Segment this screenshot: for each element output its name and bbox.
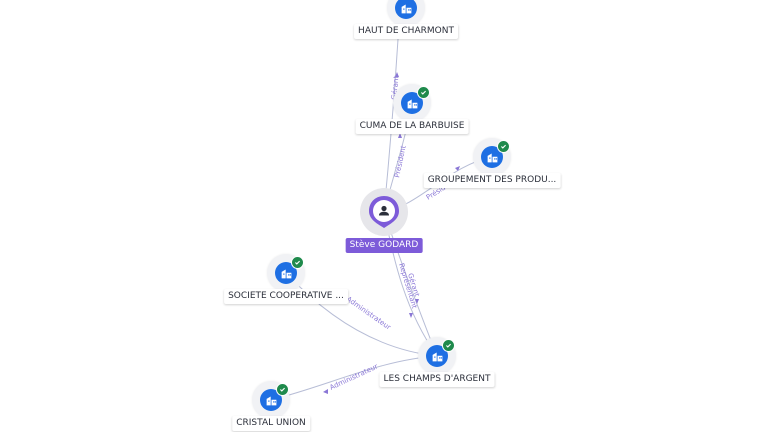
edge-arrow xyxy=(409,313,413,318)
node-label: HAUT DE CHARMONT xyxy=(354,24,458,39)
check-icon xyxy=(497,140,510,153)
building-icon xyxy=(275,262,297,284)
building-icon xyxy=(395,0,417,19)
person-icon xyxy=(369,196,399,228)
check-icon xyxy=(442,339,455,352)
building-icon xyxy=(426,345,448,367)
building-icon xyxy=(481,146,503,168)
node-label: CUMA DE LA BARBUISE xyxy=(355,119,469,134)
edge-societe-cooperative xyxy=(285,272,438,357)
building-icon xyxy=(260,389,282,411)
edge-label: Président xyxy=(393,145,408,179)
check-icon xyxy=(417,86,430,99)
edge-cristal-union xyxy=(270,355,438,401)
edge-arrow xyxy=(395,72,399,77)
person-name-label: Stève GODARD xyxy=(345,238,423,253)
check-icon xyxy=(276,383,289,396)
edge-label: Gérant xyxy=(390,75,400,100)
edge-arrow xyxy=(455,166,460,171)
edge-label: Administrateur xyxy=(328,362,379,391)
node-label: LES CHAMPS D'ARGENT xyxy=(379,372,495,387)
node-label: CRISTAL UNION xyxy=(232,416,310,431)
edge-arrow xyxy=(323,389,328,394)
node-label: SOCIETE COOPERATIVE ... xyxy=(224,289,348,304)
node-label: GROUPEMENT DES PRODU... xyxy=(423,173,561,188)
check-icon xyxy=(291,256,304,269)
edge-label: Administrateur xyxy=(345,295,392,332)
edge-arrow xyxy=(398,133,402,138)
edge-arrow xyxy=(415,299,419,304)
building-icon xyxy=(401,92,423,114)
